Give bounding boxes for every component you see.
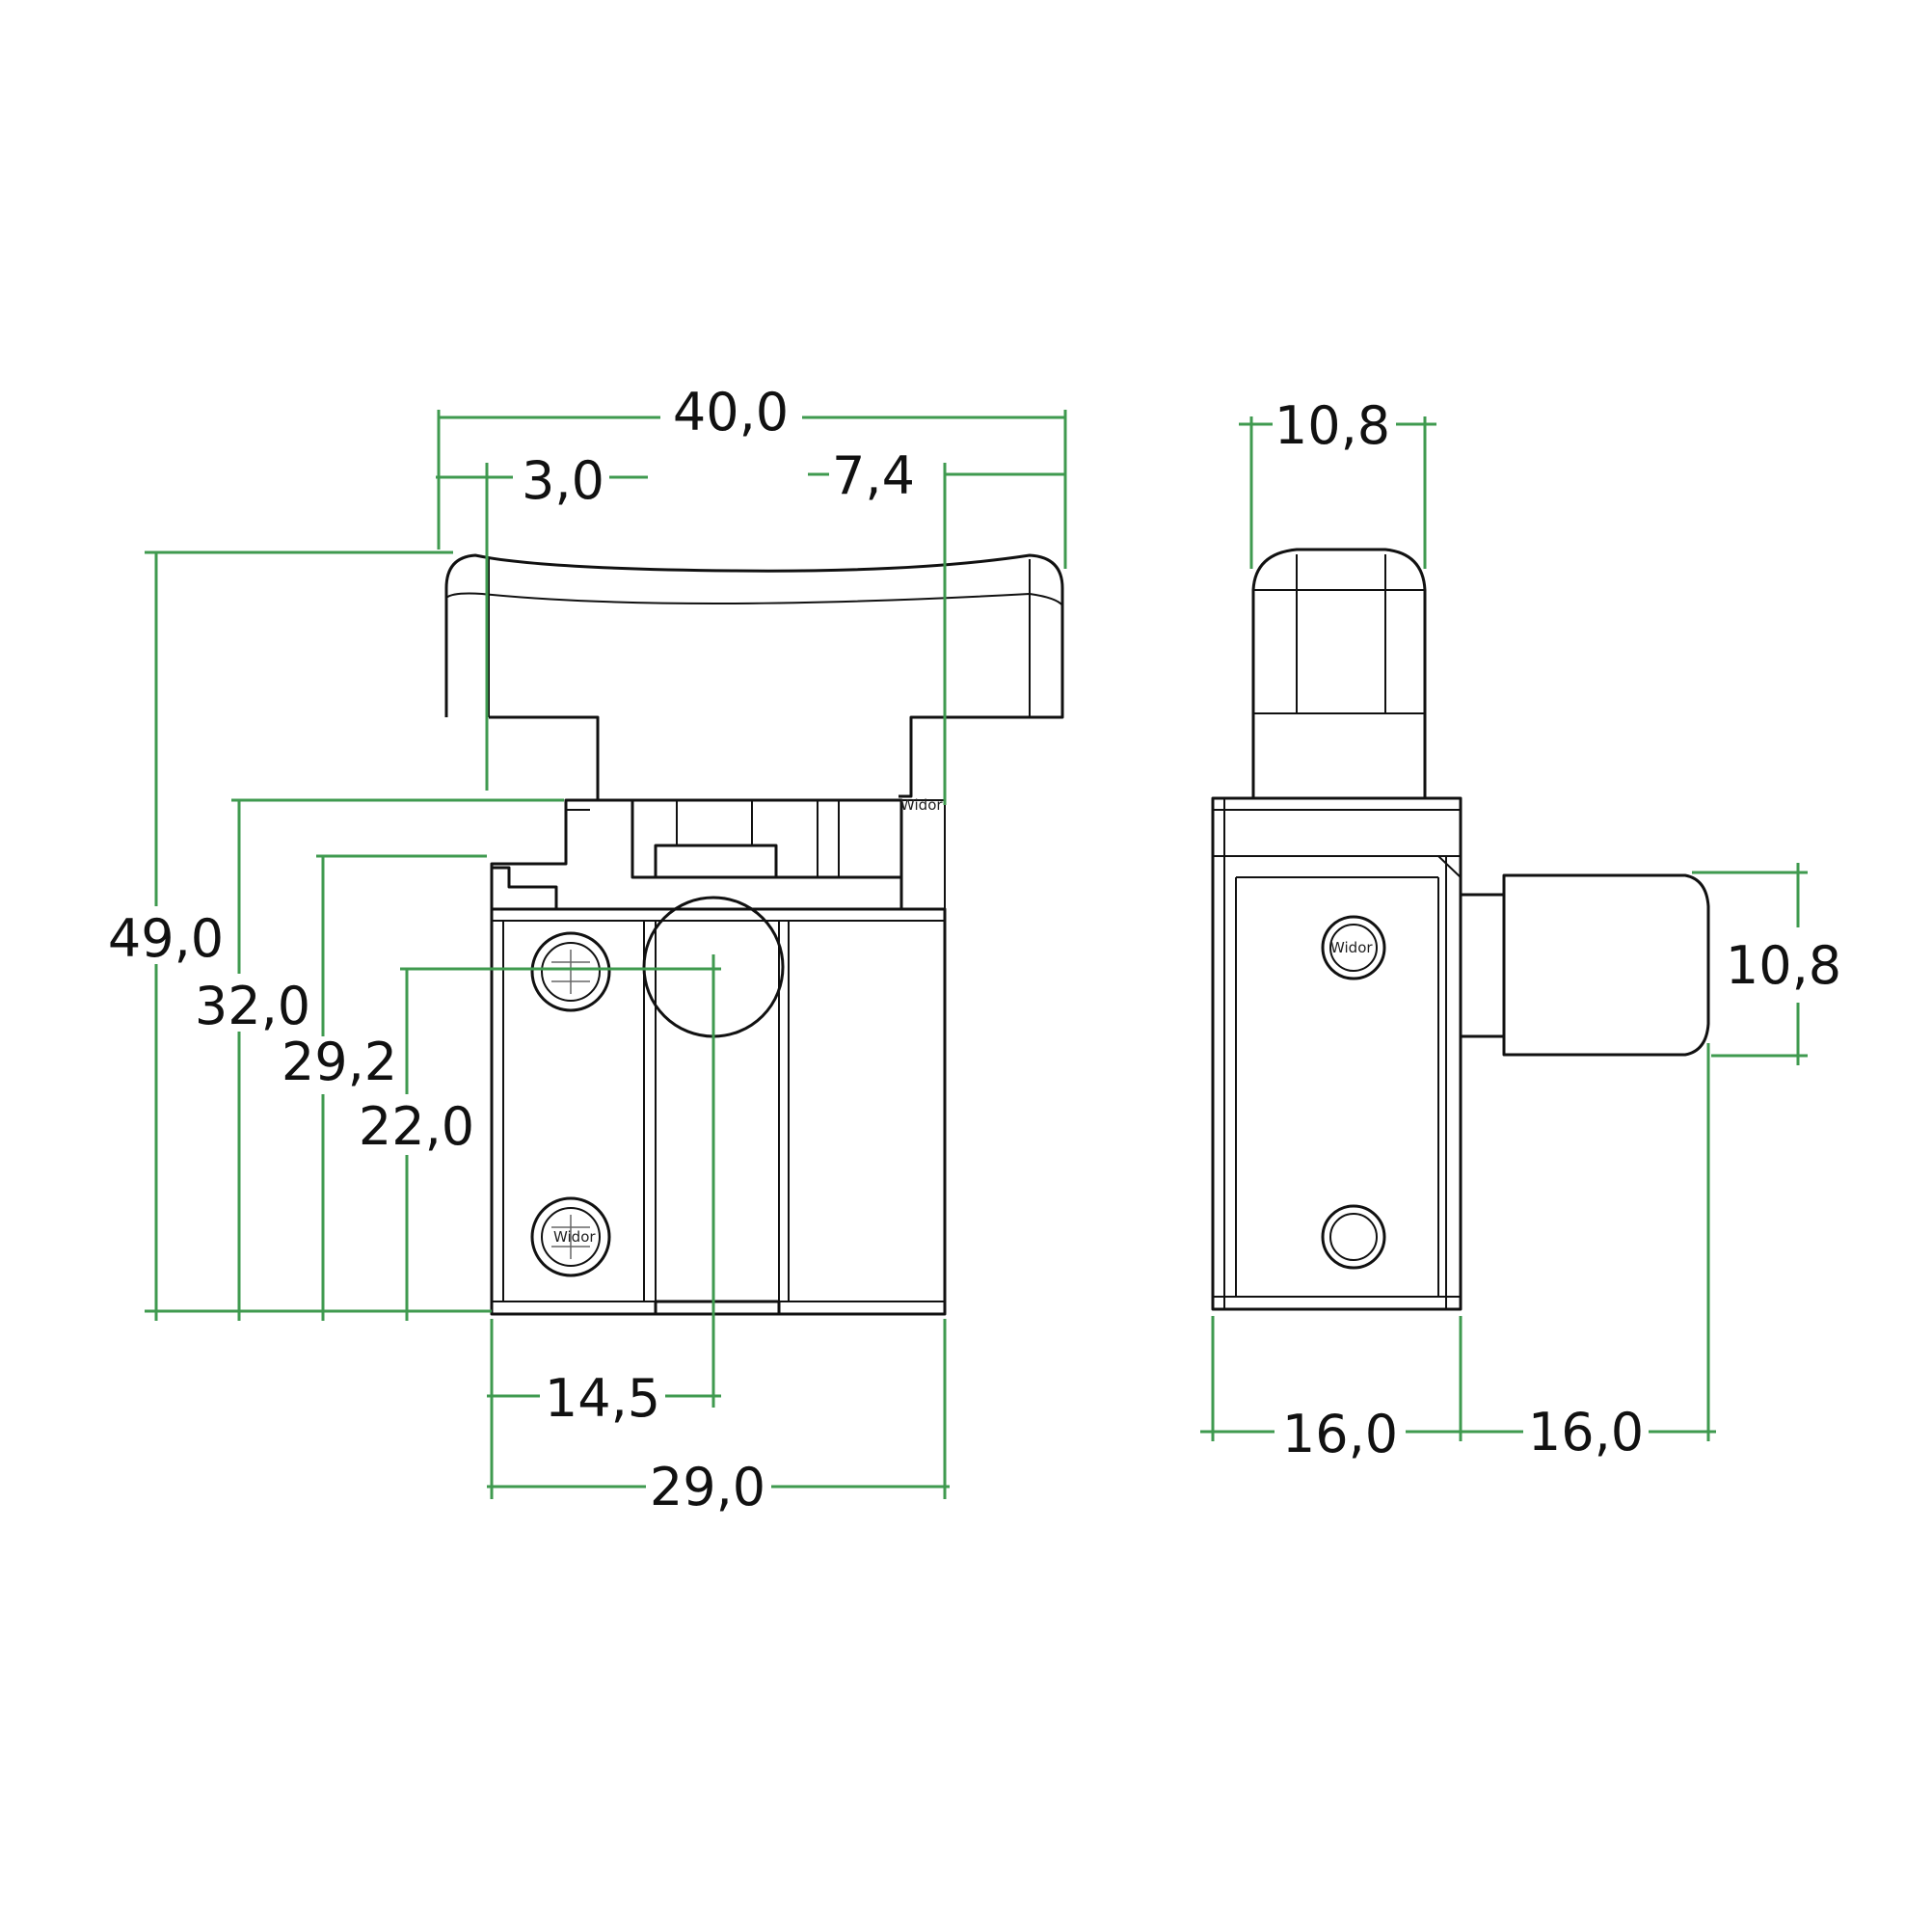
- side-view: Widor 10,8 10,8 16,0: [1200, 395, 1841, 1464]
- dim-label-right-lip: 7,4: [832, 445, 915, 506]
- dim-trigger-width: 10,8: [1239, 395, 1436, 569]
- dim-label-body-depth: 16,0: [1282, 1404, 1398, 1464]
- dim-label-axis-height: 22,0: [359, 1096, 474, 1157]
- switch-body: [490, 798, 947, 1316]
- dim-label-left-lip: 3,0: [522, 450, 604, 511]
- brand-mark: Widor: [553, 1228, 596, 1246]
- dim-label-trigger-width: 10,8: [1275, 395, 1390, 456]
- dim-label-mount-height: 29,2: [282, 1032, 397, 1092]
- dim-label-total-height: 49,0: [108, 908, 224, 969]
- switch-body-side: Widor: [1211, 796, 1462, 1311]
- dim-button-reach: 16,0: [1461, 1043, 1716, 1462]
- dim-mount-height: 29,2: [282, 854, 487, 1321]
- screw-top: [530, 931, 611, 1012]
- dim-overall-width: 40,0: [437, 382, 1067, 569]
- front-view: Widor Widor 40,0 3,0 7,4 49: [108, 382, 1067, 1517]
- dim-body-width: 29,0: [487, 1319, 950, 1517]
- dim-label-button-height: 10,8: [1726, 935, 1841, 996]
- screw-bottom: [530, 1196, 611, 1277]
- dim-button-height: 10,8: [1692, 863, 1841, 1065]
- trigger-cap: [444, 553, 1064, 800]
- dim-label-button-reach: 16,0: [1528, 1402, 1644, 1462]
- trigger-side: [1251, 548, 1427, 798]
- dim-body-depth: 16,0: [1200, 1316, 1465, 1464]
- dim-left-lip: 3,0: [436, 450, 648, 791]
- dim-total-height: 49,0: [108, 550, 492, 1321]
- dim-half-width: 14,5: [487, 954, 721, 1499]
- dim-label-half-width: 14,5: [545, 1368, 660, 1429]
- dim-label-overall-width: 40,0: [673, 382, 789, 443]
- dim-axis-height: 22,0: [359, 967, 721, 1321]
- brand-mark: Widor: [1330, 939, 1373, 956]
- side-button: [1461, 873, 1710, 1057]
- dim-label-body-height: 32,0: [195, 976, 310, 1036]
- brand-mark: Widor: [900, 796, 943, 814]
- dim-body-height: 32,0: [195, 798, 564, 1321]
- dim-right-lip: 7,4: [808, 445, 1065, 805]
- dim-label-body-width: 29,0: [650, 1457, 765, 1517]
